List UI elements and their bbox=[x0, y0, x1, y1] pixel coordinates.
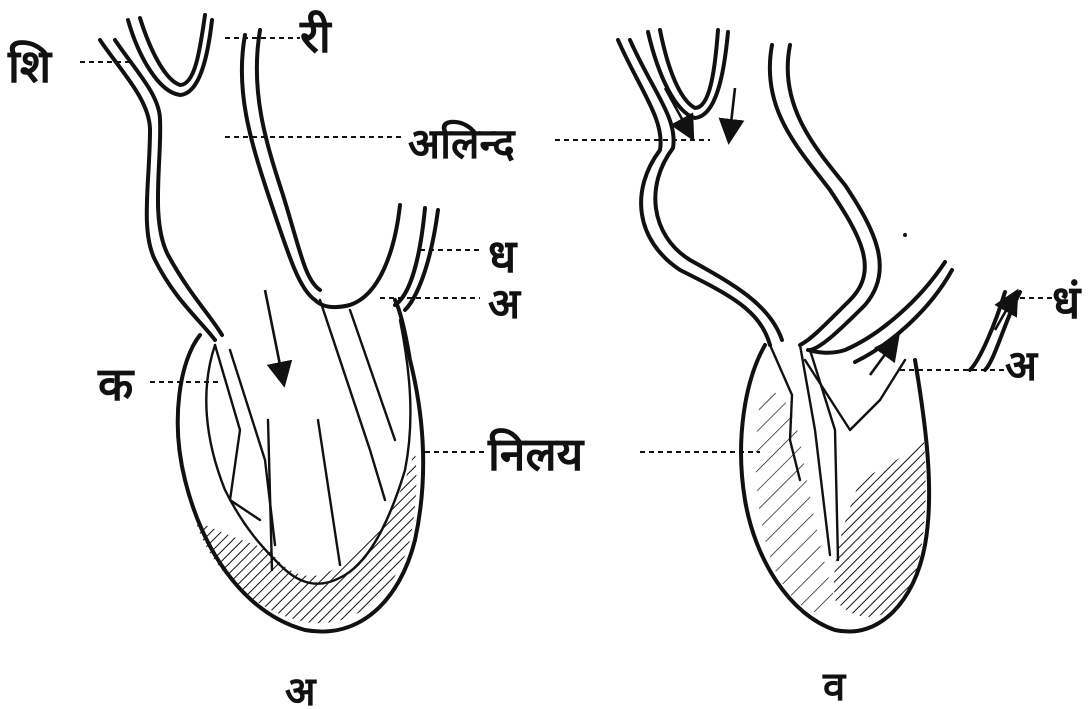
label-dha: ध bbox=[488, 229, 518, 283]
labels: शि री अलिन्द ध अ क निलय धं अ अ व bbox=[7, 9, 1082, 709]
caption-left: अ bbox=[285, 669, 317, 709]
vein-v bbox=[140, 15, 205, 85]
ventricle-right-hatch bbox=[834, 440, 926, 617]
ventricle-left-hatch bbox=[195, 450, 416, 623]
label-ri: री bbox=[299, 9, 333, 63]
flow-arrow-left bbox=[265, 290, 282, 375]
atrium-right-left bbox=[618, 40, 770, 345]
label-ka: क bbox=[97, 357, 135, 411]
leader-lines bbox=[80, 38, 1055, 452]
caption-right: व bbox=[822, 664, 847, 709]
aorta-right-4 bbox=[970, 292, 1005, 370]
label-a-valve-right: अ bbox=[1005, 341, 1039, 390]
label-alind: अलिन्द bbox=[408, 119, 516, 168]
aorta-right-2 bbox=[855, 270, 952, 362]
valve-left-3 bbox=[320, 300, 385, 500]
label-shi: शि bbox=[7, 39, 53, 93]
flow-arrow-right-1 bbox=[665, 88, 688, 130]
label-dha-right: धं bbox=[1052, 275, 1082, 329]
passage-left bbox=[268, 420, 340, 570]
stray-mark bbox=[903, 233, 907, 237]
heart-right bbox=[618, 30, 1020, 632]
aorta-left-1 bbox=[315, 205, 400, 307]
valve-left-4 bbox=[350, 310, 395, 440]
label-a-valve: अ bbox=[488, 279, 522, 328]
flow-arrow-right-2 bbox=[730, 88, 735, 132]
valve-right-4 bbox=[805, 360, 905, 430]
atrium-right-left-inner bbox=[630, 40, 782, 340]
heart-left bbox=[100, 15, 438, 632]
label-nilay: निलय bbox=[487, 427, 586, 481]
